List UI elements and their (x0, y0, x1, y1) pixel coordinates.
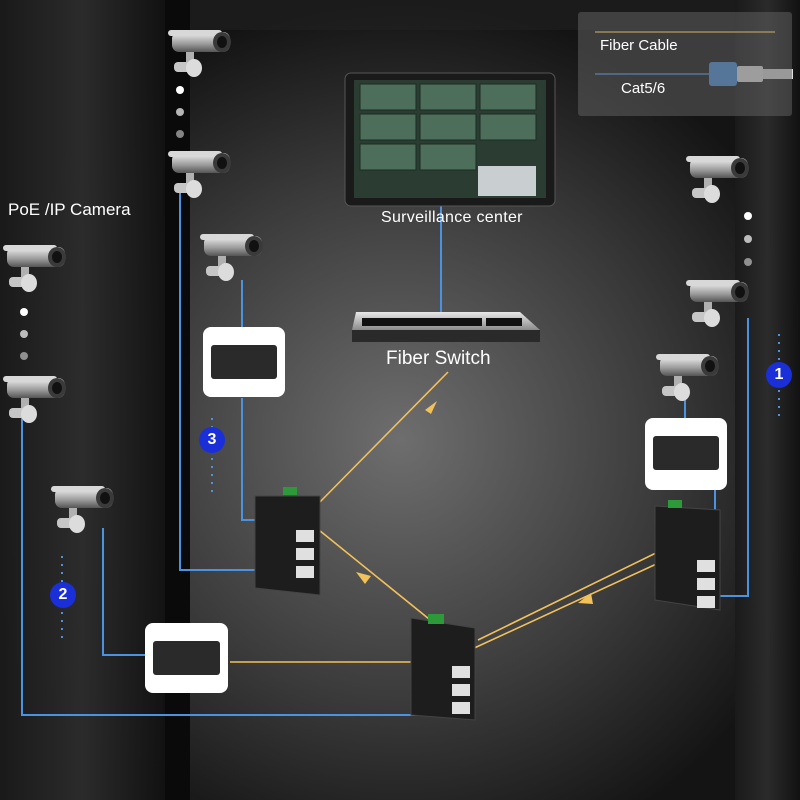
media-converter-3 (203, 327, 285, 397)
fiber-switch-icon (352, 312, 540, 342)
camera-group-label: PoE /IP Camera (8, 200, 131, 219)
legend-panel (578, 12, 792, 116)
media-converter-icon (153, 641, 220, 675)
fiber-cable-links (230, 371, 666, 663)
camera-dots (20, 86, 752, 360)
media-converter-2 (145, 623, 228, 693)
industrial-switch-icon (254, 487, 721, 721)
legend-cat-label: Cat5/6 (621, 80, 666, 97)
media-converter-icon (653, 436, 719, 470)
monitor-wall-icon (344, 72, 556, 207)
legend-fiber-label: Fiber Cable (600, 37, 678, 54)
media-converter-icon (211, 345, 277, 379)
media-converter-1 (645, 418, 727, 490)
badge-3: 3 (199, 427, 225, 453)
fiber-switch-label: Fiber Switch (386, 348, 491, 369)
fiber-arrows (356, 401, 593, 604)
surveillance-center-label: Surveillance center (381, 209, 523, 226)
badge-2: 2 (50, 582, 76, 608)
badge-1: 1 (766, 362, 792, 388)
